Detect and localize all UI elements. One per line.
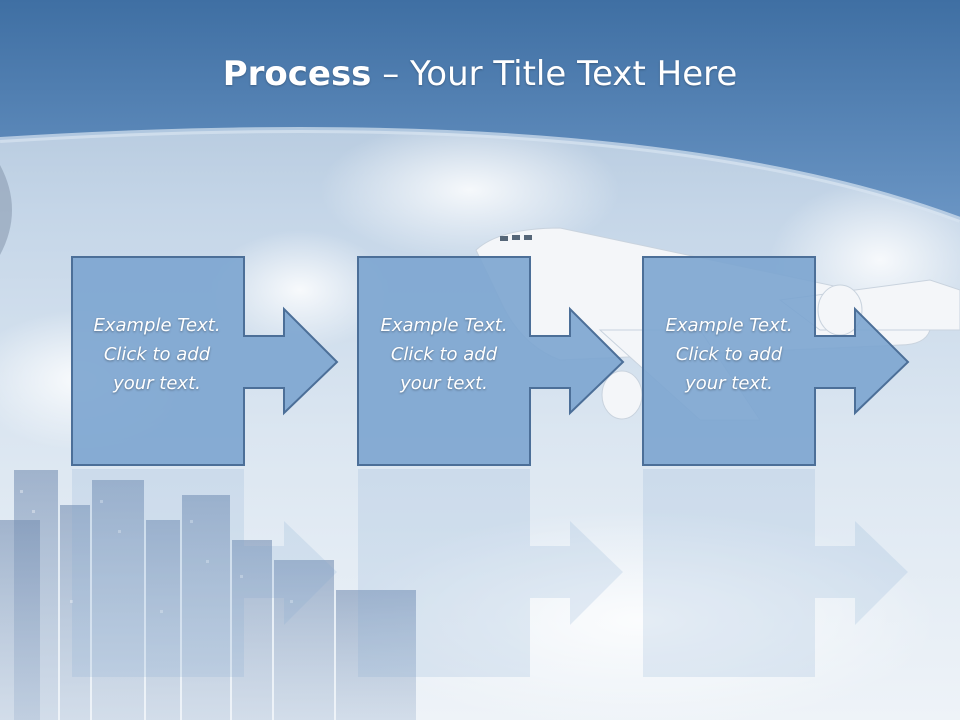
process-reflections [72,469,908,677]
globe-edge [0,165,12,255]
slide-title[interactable]: Process – Your Title Text Here [0,52,960,96]
city-lights [20,490,293,613]
step-1-line-2: Click to add [103,344,211,365]
process-step-2-shape[interactable] [357,256,625,466]
title-bold: Process [222,54,372,94]
city-skyline [0,470,416,720]
cloud [340,510,940,720]
step-3-line-1: Example Text. [665,315,793,336]
header-swoosh [0,127,960,223]
process-step-3-shape[interactable] [642,256,910,466]
step-2-line-3: your text. [400,373,488,394]
process-shapes [71,256,910,466]
step-1-line-1: Example Text. [93,315,221,336]
cloud [210,230,390,350]
step-2-line-2: Click to add [390,344,498,365]
process-step-2-reflection [358,469,623,677]
header-band [0,0,960,220]
process-step-3-reflection [643,469,908,677]
process-step-1-shape[interactable] [71,256,339,466]
step-1-line-3: your text. [113,373,201,394]
title-rest: – Your Title Text Here [371,54,738,94]
step-3-line-3: your text. [685,373,773,394]
step-3-text[interactable]: Example Text. Click to add your text. [643,311,815,398]
cockpit-windows [500,235,532,241]
process-step-1-reflection [72,469,337,677]
step-1-text[interactable]: Example Text. Click to add your text. [71,311,243,398]
step-2-line-1: Example Text. [380,315,508,336]
step-3-line-2: Click to add [675,344,783,365]
cloud [320,120,620,260]
step-2-text[interactable]: Example Text. Click to add your text. [358,311,530,398]
